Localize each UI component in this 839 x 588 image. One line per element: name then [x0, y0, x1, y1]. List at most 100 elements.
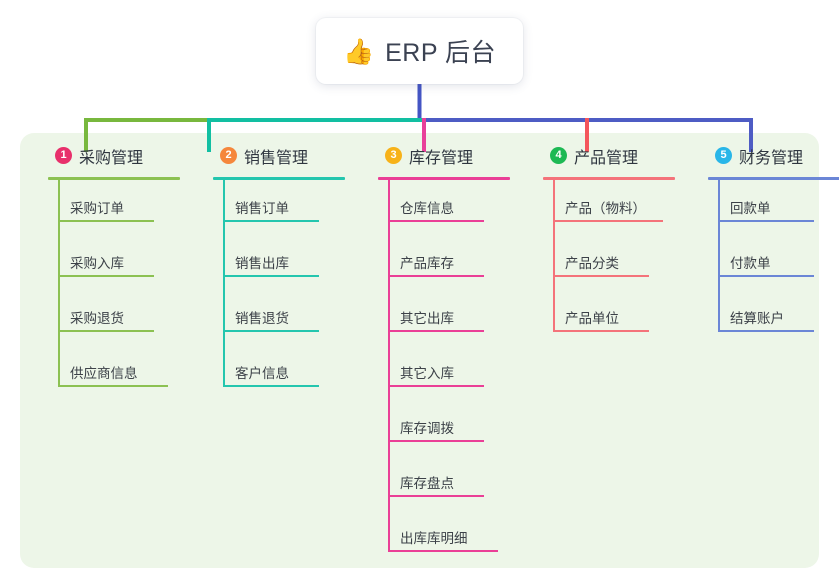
category-item-label: 销售订单: [235, 201, 289, 216]
category-spine: [553, 180, 555, 332]
category-header[interactable]: 2 销售管理: [201, 133, 366, 178]
category-header[interactable]: 5 财务管理: [696, 133, 839, 178]
category-item-underline: [58, 220, 154, 222]
category-title: 财务管理: [739, 149, 804, 167]
category-title: 销售管理: [244, 149, 309, 167]
category-underline: [213, 177, 345, 180]
category-item[interactable]: 销售出库: [201, 233, 366, 288]
category-item[interactable]: 付款单: [696, 233, 839, 288]
category-item-label: 客户信息: [235, 366, 289, 381]
category-item-underline: [223, 220, 319, 222]
category-underline: [543, 177, 675, 180]
category-spine: [58, 180, 60, 387]
category-item-label: 产品单位: [565, 311, 619, 326]
category-item-label: 出库库明细: [400, 531, 468, 546]
category-number-badge: 4: [550, 147, 567, 164]
category-item-underline: [388, 275, 484, 277]
category-item-label: 仓库信息: [400, 201, 454, 216]
category-item[interactable]: 销售退货: [201, 288, 366, 343]
category-spine: [388, 180, 390, 552]
category-item[interactable]: 仓库信息: [366, 178, 531, 233]
category-item-underline: [388, 220, 484, 222]
category-item-underline: [718, 220, 814, 222]
category-item-underline: [223, 330, 319, 332]
category-item[interactable]: 产品分类: [531, 233, 696, 288]
thumbs-up-icon: 👍: [342, 37, 375, 66]
category-column: 4 产品管理产品（物料） 产品分类产品单位: [531, 133, 696, 568]
category-item-underline: [718, 330, 814, 332]
category-item[interactable]: 采购订单: [36, 178, 201, 233]
category-item-label: 回款单: [730, 201, 771, 216]
category-title: 库存管理: [409, 149, 474, 167]
category-spine: [718, 180, 720, 332]
category-item-list: 销售订单销售出库销售退货客户信息: [201, 178, 366, 398]
category-item-label: 采购订单: [70, 201, 124, 216]
category-item[interactable]: 库存盘点: [366, 453, 531, 508]
category-item-underline: [223, 275, 319, 277]
category-item-underline: [58, 385, 168, 387]
category-item-underline: [58, 275, 154, 277]
category-item-label: 付款单: [730, 256, 771, 271]
category-item-underline: [388, 330, 484, 332]
category-header[interactable]: 1 采购管理: [36, 133, 201, 178]
category-number-badge: 3: [385, 147, 402, 164]
category-column: 5 财务管理回款单付款单结算账户: [696, 133, 839, 568]
category-item[interactable]: 结算账户: [696, 288, 839, 343]
category-item-list: 仓库信息产品库存其它出库其它入库库存调拨库存盘点出库库明细: [366, 178, 531, 563]
category-item[interactable]: 出库库明细: [366, 508, 531, 563]
root-node[interactable]: 👍 ERP 后台: [316, 18, 523, 84]
category-number-badge: 2: [220, 147, 237, 164]
category-item[interactable]: 客户信息: [201, 343, 366, 398]
category-header[interactable]: 4 产品管理: [531, 133, 696, 178]
category-item-label: 库存调拨: [400, 421, 454, 436]
category-header[interactable]: 3 库存管理: [366, 133, 531, 178]
category-item-label: 采购退货: [70, 311, 124, 326]
category-item[interactable]: 产品库存: [366, 233, 531, 288]
category-item-underline: [388, 495, 484, 497]
category-item[interactable]: 产品单位: [531, 288, 696, 343]
category-item-label: 其它入库: [400, 366, 454, 381]
category-item-underline: [388, 385, 484, 387]
category-item[interactable]: 采购退货: [36, 288, 201, 343]
category-item-underline: [58, 330, 154, 332]
category-item[interactable]: 库存调拨: [366, 398, 531, 453]
category-column: 2 销售管理销售订单销售出库销售退货客户信息: [201, 133, 366, 568]
category-number-badge: 1: [55, 147, 72, 164]
category-title: 采购管理: [79, 149, 144, 167]
category-item-underline: [388, 440, 484, 442]
category-item-list: 采购订单采购入库采购退货供应商信息: [36, 178, 201, 398]
category-item-underline: [388, 550, 498, 552]
category-item-underline: [553, 220, 663, 222]
category-item[interactable]: 采购入库: [36, 233, 201, 288]
category-item-label: 其它出库: [400, 311, 454, 326]
category-item[interactable]: 其它出库: [366, 288, 531, 343]
category-spine: [223, 180, 225, 387]
category-item[interactable]: 其它入库: [366, 343, 531, 398]
category-column: 3 库存管理仓库信息产品库存其它出库其它入库库存调拨库存盘点出库库明细: [366, 133, 531, 568]
category-item-underline: [553, 330, 649, 332]
category-underline: [708, 177, 839, 180]
category-item-underline: [553, 275, 649, 277]
category-item[interactable]: 销售订单: [201, 178, 366, 233]
category-item-label: 采购入库: [70, 256, 124, 271]
page-title: ERP 后台: [385, 39, 497, 67]
category-item-label: 产品分类: [565, 256, 619, 271]
category-item-list: 产品（物料） 产品分类产品单位: [531, 178, 696, 343]
category-item[interactable]: 产品（物料）: [531, 178, 696, 233]
category-item[interactable]: 回款单: [696, 178, 839, 233]
category-title: 产品管理: [574, 149, 639, 167]
category-item-label: 供应商信息: [70, 366, 138, 381]
category-item-underline: [718, 275, 814, 277]
category-item-list: 回款单付款单结算账户: [696, 178, 839, 343]
category-column: 1 采购管理采购订单采购入库采购退货供应商信息: [36, 133, 201, 568]
category-number-badge: 5: [715, 147, 732, 164]
category-underline: [378, 177, 510, 180]
category-columns: 1 采购管理采购订单采购入库采购退货供应商信息 2 销售管理销售订单销售出库销售退货客…: [20, 133, 839, 568]
category-item-label: 产品（物料）: [565, 201, 646, 216]
category-item-label: 库存盘点: [400, 476, 454, 491]
category-item-label: 产品库存: [400, 256, 454, 271]
category-item[interactable]: 供应商信息: [36, 343, 201, 398]
category-underline: [48, 177, 180, 180]
category-item-underline: [223, 385, 319, 387]
